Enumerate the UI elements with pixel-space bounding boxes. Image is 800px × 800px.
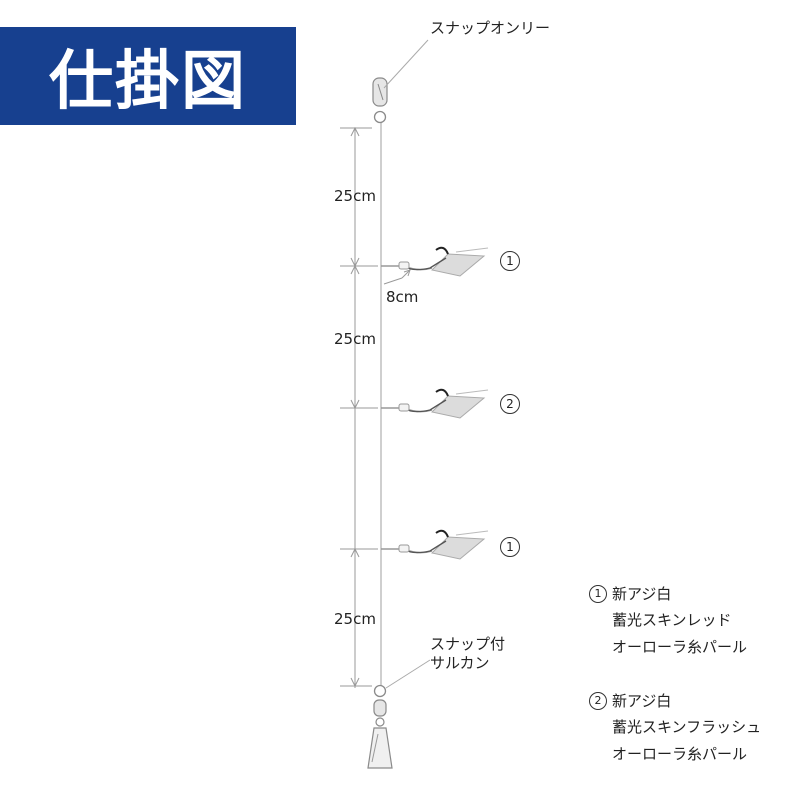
hook-3-number: 1	[500, 537, 520, 557]
section-2-length: 25cm	[334, 330, 376, 348]
section-3-length: 25cm	[334, 610, 376, 628]
top-snap-leader	[383, 39, 429, 89]
legend-2-line-1: 新アジ白	[612, 692, 672, 710]
hook-1-number: 1	[500, 251, 520, 271]
hook-assembly-3	[381, 529, 489, 560]
bottom-swivel-snap-icon	[367, 684, 393, 769]
legend-1-line-2: 蓄光スキンレッド	[612, 611, 732, 629]
legend-2-line-2: 蓄光スキンフラッシュ	[612, 718, 762, 736]
bottom-snap-label-line-2: サルカン	[430, 654, 490, 672]
hook-2-number: 2	[500, 394, 520, 414]
branch-dimension	[383, 269, 411, 285]
legend-1-line-3: オーローラ糸パール	[612, 638, 748, 656]
legend-1-number: 1	[589, 585, 607, 603]
legend-2-line-3: オーローラ糸パール	[612, 745, 748, 763]
title-banner: 仕掛図	[0, 27, 296, 125]
dimension-line	[340, 126, 378, 688]
branch-length: 8cm	[386, 288, 419, 306]
bottom-snap-label-line-1: スナップ付	[430, 635, 506, 653]
top-snap-label: スナップオンリー	[430, 19, 551, 37]
top-snap-icon	[372, 77, 388, 124]
legend-1-line-1: 新アジ白	[612, 585, 672, 603]
legend-2-number: 2	[589, 692, 607, 710]
diagram-title: 仕掛図	[49, 45, 247, 119]
section-1-length: 25cm	[334, 187, 376, 205]
hook-assembly-1	[381, 246, 489, 277]
hook-assembly-2	[381, 388, 489, 419]
bottom-snap-leader	[385, 659, 431, 689]
